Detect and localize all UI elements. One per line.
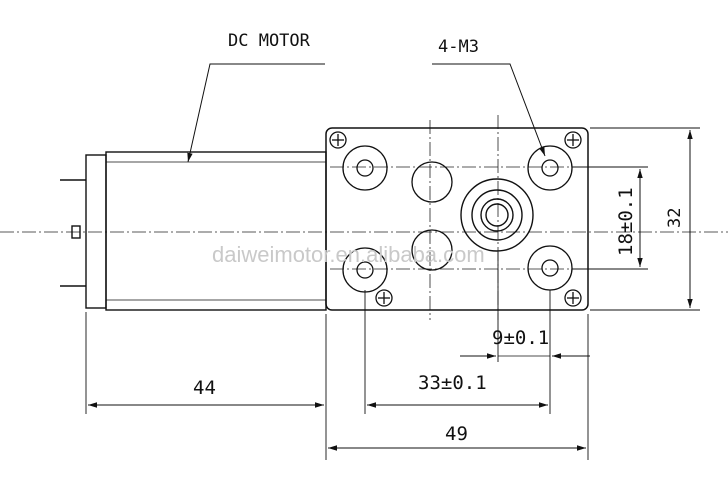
watermark: daiweimotor.en.alibaba.com <box>212 242 485 267</box>
idler-gear-lower <box>411 229 453 271</box>
dim-44-label: 44 <box>193 377 216 399</box>
leaders <box>187 63 546 163</box>
dimension-lines <box>88 130 693 451</box>
output-shaft <box>460 178 534 252</box>
dim-33-label: 33±0.1 <box>418 372 487 394</box>
shaft-boss-inner <box>471 189 523 241</box>
mount-holes-label: 4-M3 <box>438 37 479 57</box>
screw-top-left <box>329 131 347 149</box>
shaft-boss-outer <box>460 178 534 252</box>
idler-gear-upper <box>411 161 453 203</box>
dim-18-label: 18±0.1 <box>615 187 637 256</box>
boss-upper-left <box>342 145 388 191</box>
screw-top-right <box>564 131 582 149</box>
dc-motor-leader <box>187 63 325 163</box>
boss-lower-right <box>527 245 573 291</box>
mount-holes-leader <box>432 63 546 157</box>
screw-bottom-right <box>564 289 582 307</box>
screw-bottom-left <box>375 289 393 307</box>
dc-motor-label: DC MOTOR <box>228 31 311 51</box>
rear-bushing <box>71 225 81 239</box>
dim-49-label: 49 <box>445 423 468 445</box>
extension-lines <box>85 127 700 460</box>
mounting-screws <box>329 131 582 307</box>
shaft-flat <box>485 203 509 227</box>
dim-32-label: 32 <box>665 208 685 228</box>
dc-motor-body <box>60 151 327 311</box>
shaft <box>480 198 514 232</box>
dim-9-label: 9±0.1 <box>492 327 549 349</box>
centerlines <box>0 115 728 320</box>
motor-end-cap <box>85 154 107 309</box>
gearbox-plate <box>325 127 589 311</box>
gearbox-outline <box>325 127 589 311</box>
motor-can <box>105 151 327 311</box>
boss-upper-right <box>527 145 573 191</box>
gear-bosses <box>342 145 573 293</box>
